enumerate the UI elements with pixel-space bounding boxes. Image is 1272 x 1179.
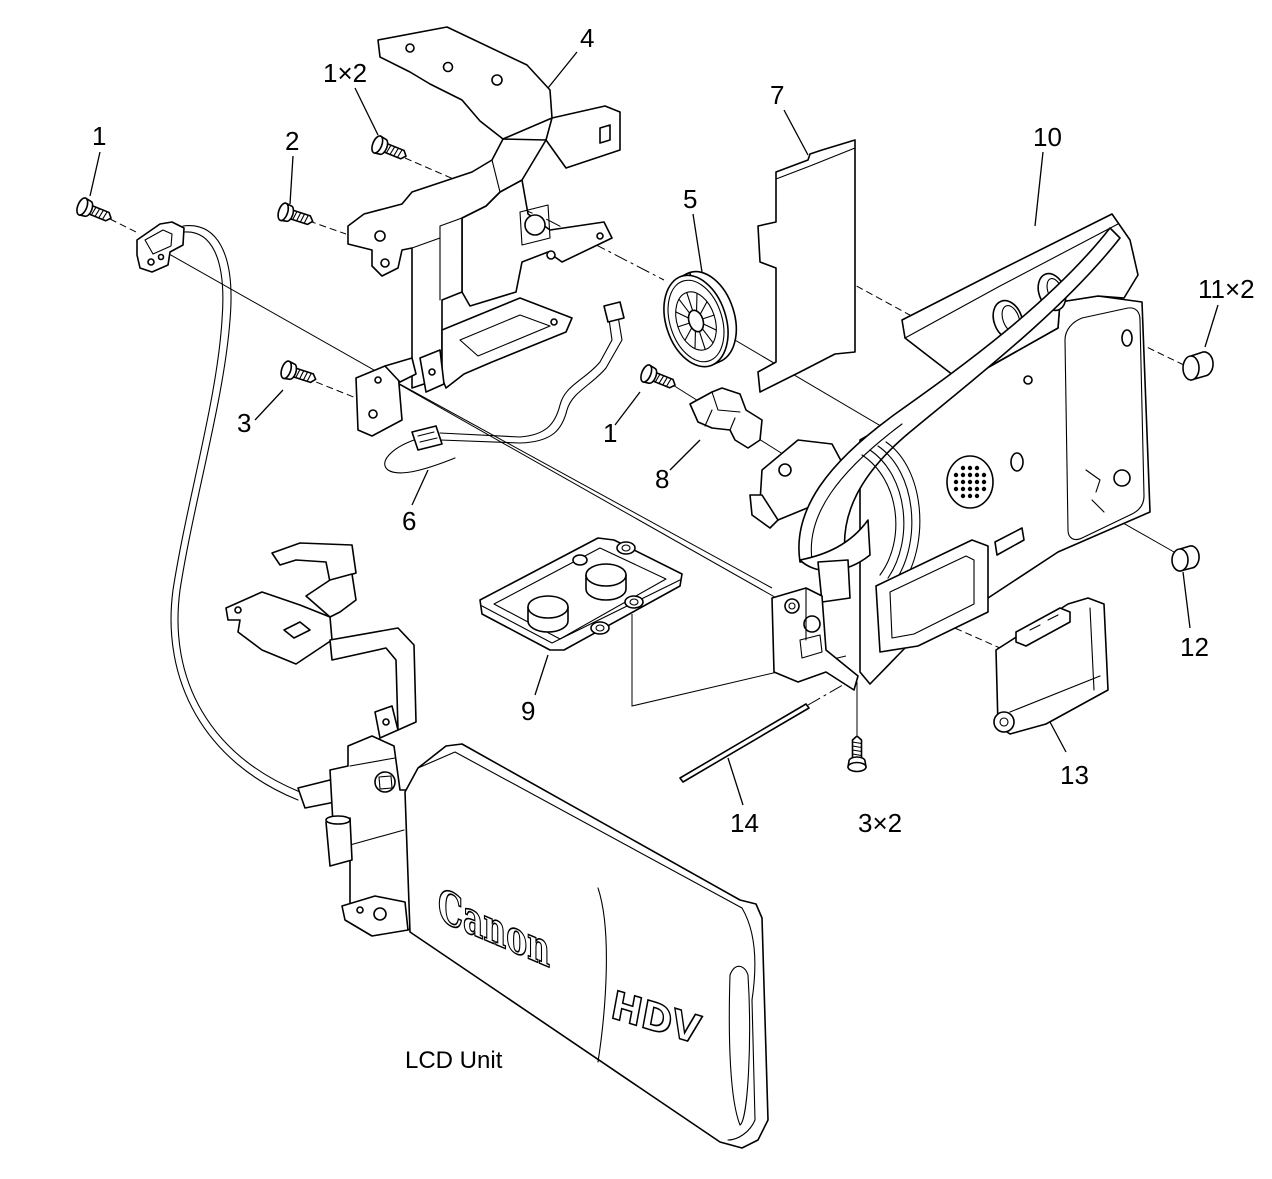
callout-10: 10 [1033, 122, 1062, 152]
callout-1x2: 1×2 [323, 58, 367, 88]
callout-11x2: 11×2 [1198, 274, 1255, 304]
speaker-grille [946, 455, 994, 509]
button-plate-9 [479, 537, 683, 651]
callout-2: 2 [285, 126, 299, 156]
callout-12: 12 [1180, 632, 1209, 662]
clip-8 [689, 387, 763, 449]
screw-1-center [637, 362, 680, 395]
curved-gasket [798, 227, 1121, 563]
callout-1-center: 1 [603, 418, 617, 448]
screw-1-x2 [368, 133, 411, 166]
callout-9: 9 [521, 696, 535, 726]
callout-5: 5 [683, 184, 697, 214]
callout-13: 13 [1060, 760, 1089, 790]
connector-bracket [136, 221, 185, 273]
cable-6 [384, 301, 625, 474]
callout-labels: 4 1×2 2 1 7 10 5 11×2 3 1 8 6 9 12 13 14… [92, 23, 1255, 1074]
pin-14 [679, 703, 810, 783]
callout-7: 7 [770, 80, 784, 110]
bracket-4 [347, 26, 621, 437]
callout-8: 8 [655, 464, 669, 494]
flex-cable-down [329, 627, 417, 731]
screw-3 [278, 359, 320, 389]
callout-3: 3 [237, 408, 251, 438]
lcd-unit: Canon HDV [225, 542, 769, 1149]
screw-2 [275, 201, 317, 231]
cap-11 [1182, 351, 1214, 381]
screw-1-left [73, 195, 116, 228]
speaker-5 [663, 270, 738, 368]
flex-board [225, 591, 333, 665]
cap-12 [1171, 545, 1200, 572]
callout-3x2: 3×2 [858, 808, 902, 838]
callout-4: 4 [580, 23, 594, 53]
leader-lines [89, 51, 1219, 806]
housing-10 [749, 213, 1151, 691]
callout-6: 6 [402, 506, 416, 536]
lcd-wire [170, 225, 301, 801]
cover-13 [993, 597, 1109, 735]
screw-3-x2 [847, 735, 867, 773]
shield-7 [757, 139, 856, 393]
callout-14: 14 [730, 808, 759, 838]
lcd-unit-label: LCD Unit [405, 1047, 503, 1074]
lcd-panel [404, 743, 769, 1149]
callout-1-left: 1 [92, 121, 106, 151]
